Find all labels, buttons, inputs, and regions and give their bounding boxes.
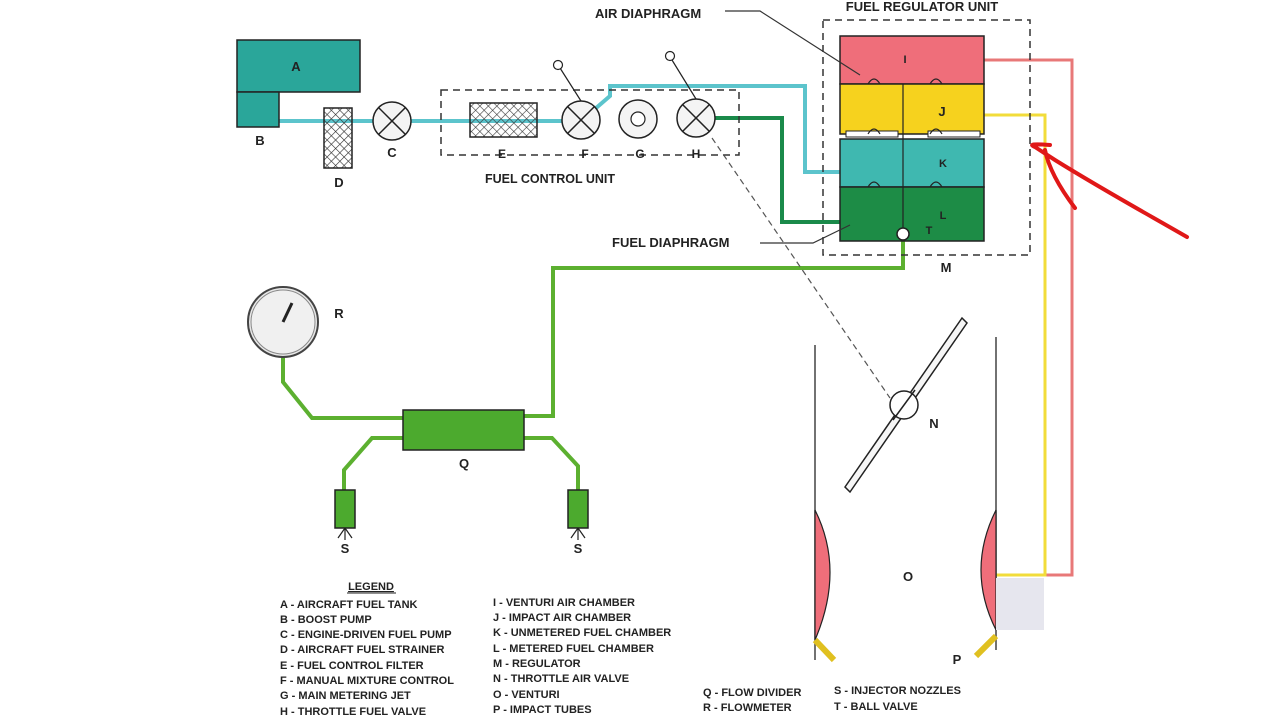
venturi-throat-right (980, 509, 997, 631)
legend-item: G - MAIN METERING JET (280, 690, 411, 702)
ball-valve (896, 227, 910, 241)
legend-item: A - AIRCRAFT FUEL TANK (280, 599, 418, 611)
legend-column-4: S - INJECTOR NOZZLES T - BALL VALVE (834, 685, 961, 713)
fuel-strainer-crosshatch (324, 108, 352, 168)
legend-item: M - REGULATOR (493, 658, 581, 670)
air-diaphragm-leader (725, 10, 861, 76)
diaphragm-plate-left (845, 130, 899, 138)
label-I: I (903, 54, 906, 66)
label-C: C (387, 145, 397, 160)
label-T: T (926, 225, 933, 237)
impact-tube-right (973, 633, 999, 659)
annotation-red-arrow (1030, 142, 1189, 239)
engine-driven-fuel-pump (372, 101, 412, 141)
label-M: M (941, 260, 952, 275)
fuel-control-filter-crosshatch (470, 103, 537, 137)
main-metering-jet (618, 99, 658, 139)
metered-fuel-chamber (839, 186, 985, 242)
label-O: O (903, 569, 913, 584)
impact-tube-housing (996, 578, 1044, 630)
nozzle-line-left (342, 436, 403, 490)
throttle-air-valve (844, 316, 968, 494)
legend-item: O - VENTURI (493, 689, 560, 701)
label-N: N (929, 416, 938, 431)
flowmeter-gauge (247, 286, 319, 358)
impact-air-chamber (839, 83, 985, 135)
injector-nozzle-right (567, 489, 589, 540)
air-diaphragm-bumps (867, 78, 943, 188)
injector-nozzle-left (334, 489, 356, 540)
legend-item: P - IMPACT TUBES (493, 704, 592, 716)
legend-item: N - THROTTLE AIR VALVE (493, 673, 629, 685)
label-D: D (334, 175, 343, 190)
legend-column-1: A - AIRCRAFT FUEL TANK B - BOOST PUMP C … (280, 599, 454, 718)
legend-item: T - BALL VALVE (834, 701, 918, 713)
legend-item: B - BOOST PUMP (280, 614, 372, 626)
venturi-air-line (984, 58, 1074, 577)
legend-item: J - IMPACT AIR CHAMBER (493, 612, 631, 624)
legend-item: H - THROTTLE FUEL VALVE (280, 706, 426, 718)
impact-tube-left (812, 637, 837, 663)
boost-pump (236, 91, 280, 128)
fuel-regulator-unit-box (822, 19, 1031, 256)
fuel-diaphragm-leader (760, 224, 851, 244)
nozzle-line-right (524, 436, 580, 490)
legend-item: R - FLOWMETER (703, 702, 792, 714)
flow-divider (402, 409, 525, 451)
manual-mixture-control (552, 59, 601, 140)
fuel-control-unit-title: FUEL CONTROL UNIT (485, 172, 615, 186)
label-H: H (692, 147, 701, 161)
label-S-left: S (341, 541, 350, 556)
label-R: R (334, 306, 344, 321)
label-Q: Q (459, 456, 469, 471)
fuel-diaphragm-title: FUEL DIAPHRAGM (612, 235, 729, 250)
legend-column-3: Q - FLOW DIVIDER R - FLOWMETER (703, 687, 801, 714)
flowmeter-line (281, 355, 403, 420)
legend-item: K - UNMETERED FUEL CHAMBER (493, 627, 671, 639)
throttle-fuel-valve (664, 50, 716, 138)
fuel-regulator-unit-title: FUEL REGULATOR UNIT (846, 0, 998, 14)
legend-item: Q - FLOW DIVIDER (703, 687, 801, 699)
legend-item: L - METERED FUEL CHAMBER (493, 643, 654, 655)
label-B: B (255, 133, 264, 148)
label-E: E (498, 147, 506, 161)
legend-item: I - VENTURI AIR CHAMBER (493, 597, 635, 609)
legend-title: LEGEND (348, 581, 394, 593)
metered-fuel-return-line (714, 116, 840, 224)
legend-column-2: I - VENTURI AIR CHAMBER J - IMPACT AIR C… (493, 597, 671, 716)
fuel-control-unit-box (440, 89, 740, 156)
label-F: F (581, 147, 588, 161)
legend-item: S - INJECTOR NOZZLES (834, 685, 961, 697)
legend-item: D - AIRCRAFT FUEL STRAINER (280, 644, 444, 656)
metered-fuel-line (524, 240, 905, 418)
label-P: P (953, 652, 962, 667)
fuel-tank (236, 39, 361, 93)
impact-air-line (984, 113, 1047, 577)
diaphragm-plate-right (927, 130, 981, 138)
label-A: A (291, 59, 301, 74)
label-L: L (940, 210, 947, 222)
label-G: G (635, 147, 644, 161)
label-S-right: S (574, 541, 583, 556)
venturi-air-chamber (839, 35, 985, 85)
unmetered-fuel-chamber (839, 138, 985, 188)
legend-item: E - FUEL CONTROL FILTER (280, 660, 424, 672)
air-diaphragm-title: AIR DIAPHRAGM (595, 6, 701, 21)
legend-item: F - MANUAL MIXTURE CONTROL (280, 675, 454, 687)
label-K: K (939, 158, 947, 170)
label-J: J (938, 104, 945, 119)
legend-item: C - ENGINE-DRIVEN FUEL PUMP (280, 629, 452, 641)
throttle-linkage (711, 137, 891, 399)
venturi-throat-left (814, 509, 831, 641)
